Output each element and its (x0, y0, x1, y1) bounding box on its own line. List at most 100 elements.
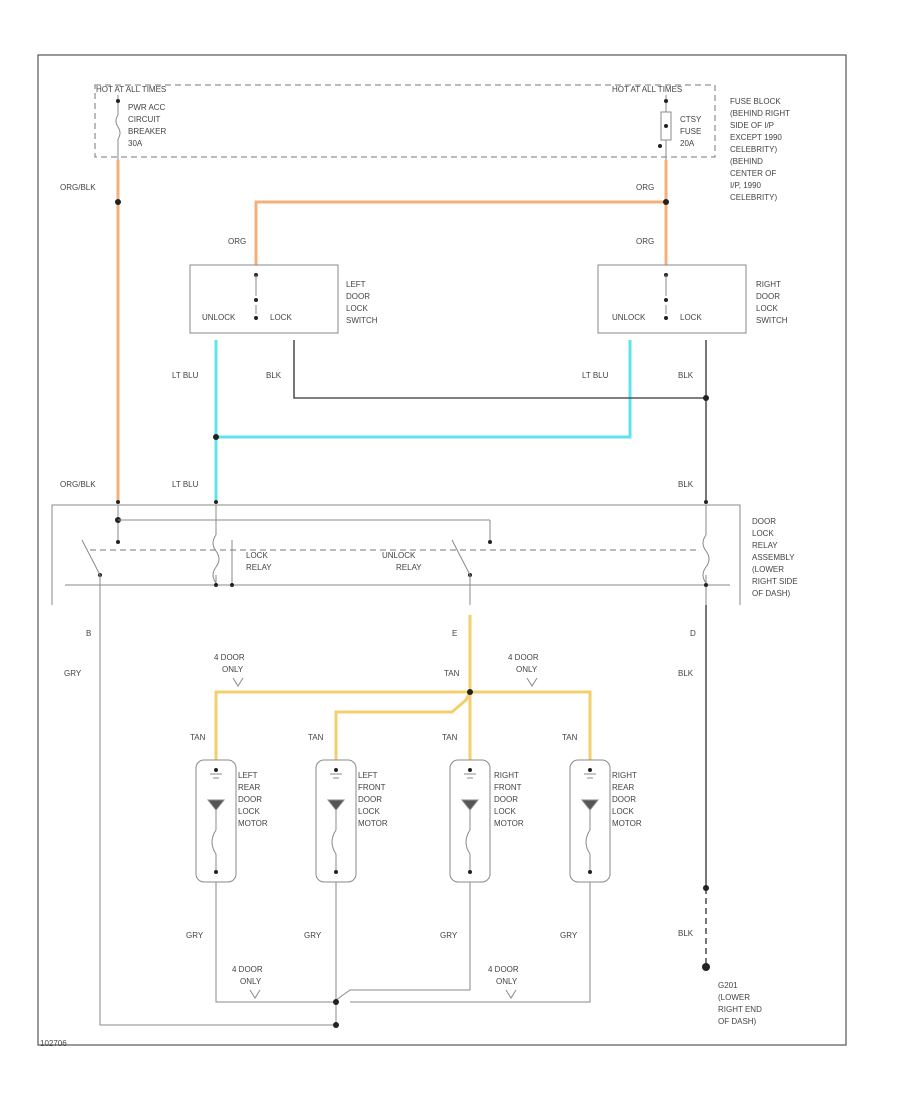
wire-label-org-top: ORG (636, 183, 654, 192)
svg-text:RELAY: RELAY (246, 563, 272, 572)
right-switch-lock: LOCK (680, 313, 702, 322)
svg-text:DOOR: DOOR (752, 517, 776, 526)
svg-text:4 DOOR: 4 DOOR (214, 653, 245, 662)
svg-text:4 DOOR: 4 DOOR (232, 965, 263, 974)
svg-text:FRONT: FRONT (494, 783, 522, 792)
motor-left-rear: LEFT REAR DOOR LOCK MOTOR (195, 759, 268, 883)
svg-text:ONLY: ONLY (496, 977, 518, 986)
wire-label-org-blk-relay: ORG/BLK (60, 480, 96, 489)
motor-right-front: RIGHT FRONT DOOR LOCK MOTOR (449, 759, 524, 883)
wire-label-lt-blu-right: LT BLU (582, 371, 609, 380)
svg-text:CELEBRITY): CELEBRITY) (730, 145, 777, 154)
svg-text:LEFT: LEFT (358, 771, 378, 780)
svg-text:4 DOOR: 4 DOOR (508, 653, 539, 662)
gry-wire-4 (350, 882, 591, 1003)
wire-label-tan-2: TAN (308, 733, 324, 742)
fuse-label-2: FUSE (680, 127, 701, 136)
wire-label-gry-2: GRY (304, 931, 322, 940)
org-wire-left (254, 200, 666, 265)
svg-text:MOTOR: MOTOR (494, 819, 524, 828)
tan-wire-left-front (334, 691, 472, 760)
breaker-label-3: BREAKER (128, 127, 166, 136)
left-switch-lock: LOCK (270, 313, 292, 322)
svg-text:DOOR: DOOR (238, 795, 262, 804)
tan-bus-wire (214, 690, 592, 760)
svg-text:DOOR: DOOR (612, 795, 636, 804)
wire-label-lt-blu-relay: LT BLU (172, 480, 199, 489)
svg-text:LOCK: LOCK (494, 807, 516, 816)
svg-text:MOTOR: MOTOR (358, 819, 388, 828)
ground-point (702, 963, 710, 971)
svg-text:RELAY: RELAY (752, 541, 778, 550)
org-blk-splice (115, 199, 121, 205)
wire-label-gry-4: GRY (560, 931, 578, 940)
wire-label-blk-lower: BLK (678, 669, 694, 678)
svg-text:OF DASH): OF DASH) (718, 1017, 757, 1026)
svg-text:DOOR: DOOR (346, 292, 370, 301)
wire-label-tan-4: TAN (562, 733, 578, 742)
svg-text:ONLY: ONLY (516, 665, 538, 674)
wire-label-tan-1: TAN (190, 733, 206, 742)
svg-text:DOOR: DOOR (358, 795, 382, 804)
gry-return-wire (99, 605, 334, 1026)
svg-text:LOCK: LOCK (246, 551, 268, 560)
svg-text:RIGHT: RIGHT (494, 771, 519, 780)
pin-d: D (690, 629, 696, 638)
svg-text:RIGHT: RIGHT (756, 280, 781, 289)
ground-g201: G201 (LOWER RIGHT END OF DASH) (718, 981, 762, 1026)
motor-right-rear: RIGHT REAR DOOR LOCK MOTOR (569, 759, 642, 883)
svg-text:CENTER OF: CENTER OF (730, 169, 776, 178)
svg-text:REAR: REAR (612, 783, 634, 792)
circuit-breaker: PWR ACC CIRCUIT BREAKER 30A (115, 95, 166, 160)
lt-blu-wire-right (216, 340, 632, 439)
fuse-block-outline (94, 84, 716, 158)
svg-text:RIGHT SIDE: RIGHT SIDE (752, 577, 798, 586)
motor-left-front: LEFT FRONT DOOR LOCK MOTOR (315, 759, 388, 883)
four-door-only-bottom-left: 4 DOOR ONLY (232, 965, 263, 999)
pin-e: E (452, 629, 457, 638)
svg-text:SWITCH: SWITCH (756, 316, 788, 325)
four-door-only-bottom-right: 4 DOOR ONLY (488, 965, 519, 999)
wire-label-org-blk-top: ORG/BLK (60, 183, 96, 192)
breaker-label-4: 30A (128, 139, 143, 148)
svg-text:LOCK: LOCK (238, 807, 260, 816)
svg-text:RIGHT END: RIGHT END (718, 1005, 762, 1014)
svg-text:DOOR: DOOR (756, 292, 780, 301)
left-switch-unlock: UNLOCK (202, 313, 236, 322)
door-lock-relay-assembly: LOCK RELAY UNLOCK RELAY DOOR LOCK RELAY … (51, 500, 798, 605)
svg-text:LOCK: LOCK (612, 807, 634, 816)
svg-text:SWITCH: SWITCH (346, 316, 378, 325)
svg-text:LOCK: LOCK (358, 807, 380, 816)
blk-wire-left (293, 340, 706, 399)
gry-wire-1 (215, 882, 334, 1003)
hot-at-all-times-right: HOT AT ALL TIMES (612, 85, 682, 94)
right-switch-unlock: UNLOCK (612, 313, 646, 322)
svg-text:(BEHIND: (BEHIND (730, 157, 763, 166)
fuse-block-location: FUSE BLOCK (BEHIND RIGHT SIDE OF I/P EXC… (730, 97, 790, 202)
svg-text:UNLOCK: UNLOCK (382, 551, 416, 560)
wire-label-gry-3: GRY (440, 931, 458, 940)
fuse-label-3: 20A (680, 139, 695, 148)
svg-text:FUSE BLOCK: FUSE BLOCK (730, 97, 781, 106)
svg-text:LOCK: LOCK (756, 304, 778, 313)
svg-text:(BEHIND RIGHT: (BEHIND RIGHT (730, 109, 790, 118)
svg-text:(LOWER: (LOWER (752, 565, 784, 574)
svg-text:RIGHT: RIGHT (612, 771, 637, 780)
svg-text:SIDE OF I/P: SIDE OF I/P (730, 121, 774, 130)
svg-text:(LOWER: (LOWER (718, 993, 750, 1002)
svg-text:LEFT: LEFT (238, 771, 258, 780)
wire-label-tan-center: TAN (444, 669, 460, 678)
svg-text:ONLY: ONLY (240, 977, 262, 986)
svg-text:REAR: REAR (238, 783, 260, 792)
breaker-label-2: CIRCUIT (128, 115, 161, 124)
svg-text:LOCK: LOCK (752, 529, 774, 538)
left-door-lock-switch: UNLOCK LOCK LEFT DOOR LOCK SWITCH (189, 264, 378, 334)
figure-code: 102706 (40, 1039, 67, 1048)
wire-label-blk-right: BLK (678, 371, 694, 380)
svg-text:MOTOR: MOTOR (238, 819, 268, 828)
gry-wire-3 (335, 882, 471, 1001)
wire-label-gry-left: GRY (64, 669, 82, 678)
blk-splice (703, 395, 709, 401)
svg-text:ASSEMBLY: ASSEMBLY (752, 553, 795, 562)
breaker-label-1: PWR ACC (128, 103, 166, 112)
